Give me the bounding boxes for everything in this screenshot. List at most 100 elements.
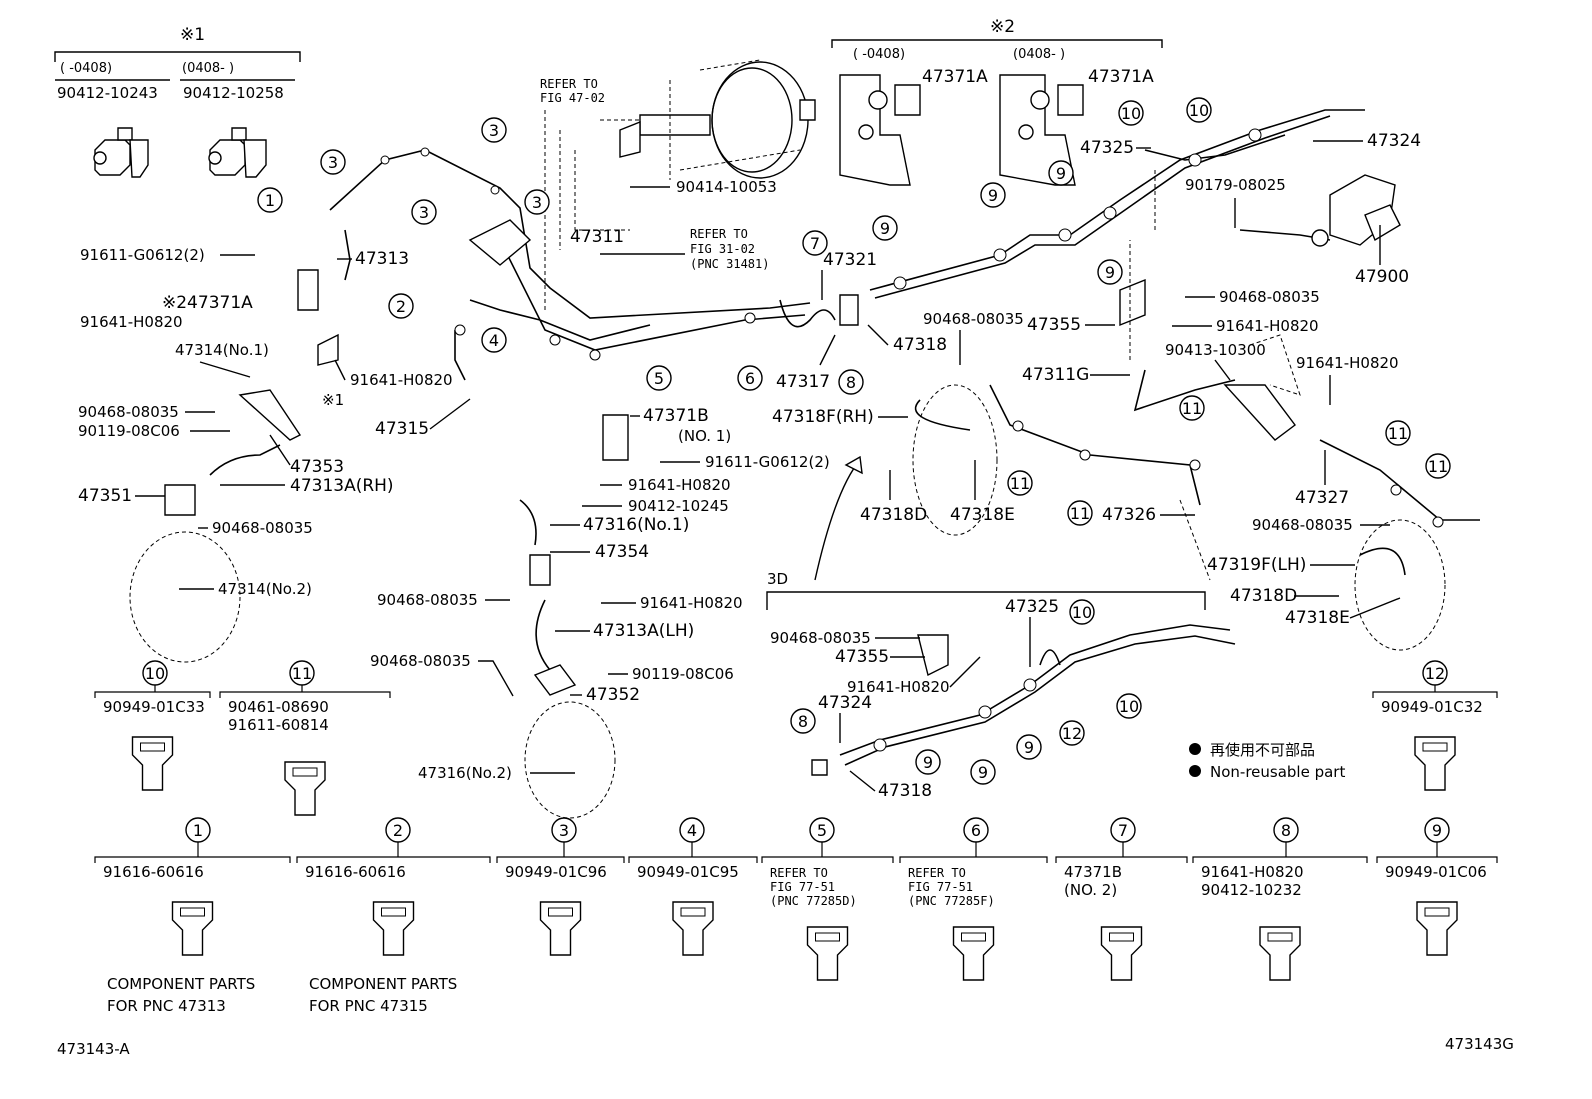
- detail-number: 4: [687, 821, 697, 840]
- callout-3: 3: [481, 117, 507, 143]
- right-brake-lines: [814, 109, 1480, 651]
- ref2-until: ( -0408): [853, 47, 905, 62]
- wheel-outline: [1354, 519, 1446, 651]
- clip-part-icon: [1416, 901, 1458, 956]
- detail-number: 1: [193, 821, 203, 840]
- callout-number: 2: [396, 297, 406, 316]
- callout-number: 3: [532, 193, 542, 212]
- callout-1: 1: [257, 187, 283, 213]
- callout-number: 4: [489, 331, 499, 350]
- proportioning-valve-icon: [208, 127, 267, 178]
- part-label: 47324: [1367, 131, 1421, 151]
- callout-number: 9: [923, 753, 933, 772]
- part-label: 47352: [586, 685, 640, 705]
- callout-number: 3: [489, 121, 499, 140]
- center-part-labels: 47371B (NO. 1) 91611-G0612(2) 91641-H082…: [370, 406, 830, 782]
- part-label: 47371A: [922, 67, 988, 87]
- callout-9: 9: [1016, 734, 1042, 760]
- detail-part-label: 91611-60814: [228, 716, 329, 734]
- detail-note: COMPONENT PARTS: [107, 975, 255, 993]
- part-label: 90468-08035: [1219, 288, 1320, 306]
- part-label: 47355: [835, 647, 889, 667]
- callout-8: 8: [838, 369, 864, 395]
- bracket-icon: [999, 74, 1084, 186]
- part-label: 47315: [375, 419, 429, 439]
- part-label: 47318E: [1285, 608, 1350, 628]
- callout-9: 9: [1097, 259, 1123, 285]
- part-label: 91641-H0820: [350, 371, 453, 389]
- callout-number: 9: [880, 219, 890, 238]
- part-label: 90179-08025: [1185, 176, 1286, 194]
- refer-note: (PNC 31481): [690, 257, 769, 271]
- detail-note: FOR PNC 47315: [309, 997, 428, 1015]
- part-label: 90468-08035: [370, 652, 471, 670]
- refer-note: FIG 47-02: [540, 91, 605, 105]
- part-label: 47313A(LH): [593, 621, 694, 641]
- part-label: 90119-08C06: [78, 422, 180, 440]
- detail-part-label: 90412-10232: [1201, 881, 1302, 899]
- callout-number: 11: [1388, 424, 1408, 443]
- callout-number: 9: [1056, 164, 1066, 183]
- part-label: 47313A(RH): [290, 476, 394, 496]
- refer-note: REFER TO: [540, 77, 598, 91]
- part-label: 47318D: [860, 505, 927, 525]
- part-label: 90412-10258: [183, 84, 284, 102]
- ref2-mark: ※2: [990, 17, 1015, 37]
- part-label: 47325: [1005, 597, 1059, 617]
- detail-part-label: (NO. 2): [1064, 881, 1117, 899]
- wheel-outline: [129, 531, 241, 663]
- detail-number: 9: [1432, 821, 1442, 840]
- clip-part-icon: [131, 736, 174, 791]
- callout-11: 11: [1385, 420, 1411, 446]
- detail-number: 8: [1281, 821, 1291, 840]
- clip-part-icon: [539, 901, 582, 956]
- view-3d: 3D 47325 90468-08035 47355 91641-H0820 4…: [766, 570, 1236, 801]
- callout-9: 9: [915, 749, 941, 775]
- callout-number: 9: [988, 186, 998, 205]
- detail-number: 11: [292, 664, 312, 683]
- callout-number: 11: [1428, 457, 1448, 476]
- refer-note: REFER TO: [690, 227, 748, 241]
- view-label: 3D: [767, 570, 788, 588]
- detail-part-label: 91616-60616: [103, 863, 204, 881]
- part-label: 47311G: [1022, 365, 1089, 385]
- part-label: 91641-H0820: [1296, 354, 1399, 372]
- callout-number: 12: [1062, 724, 1082, 743]
- callout-3: 3: [320, 149, 346, 175]
- part-label: 91641-H0820: [1216, 317, 1319, 335]
- detail-note: COMPONENT PARTS: [309, 975, 457, 993]
- callout-12: 12: [1059, 720, 1085, 746]
- part-label: 47355: [1027, 315, 1081, 335]
- callout-number: 9: [1024, 738, 1034, 757]
- part-label: ※1: [322, 391, 344, 409]
- ref2-from: (0408- ): [1013, 47, 1065, 62]
- part-label: 47353: [290, 457, 344, 477]
- callout-10: 10: [1116, 693, 1142, 719]
- detail-part-label: 91616-60616: [305, 863, 406, 881]
- part-label: 90412-10245: [628, 497, 729, 515]
- clip-part-icon: [171, 901, 214, 956]
- detail-part-label: 91641-H0820: [1201, 863, 1304, 881]
- part-label: 90413-10300: [1165, 341, 1266, 359]
- callout-9: 9: [970, 759, 996, 785]
- detail-part-label: 90949-01C33: [103, 698, 205, 716]
- part-label: 47325: [1080, 138, 1134, 158]
- part-label: 47321: [823, 250, 877, 270]
- part-label: ※247371A: [162, 293, 253, 313]
- part-label: 47354: [595, 542, 649, 562]
- part-label: 47318: [878, 781, 932, 801]
- part-label: 90468-08035: [377, 591, 478, 609]
- part-label: 90468-08035: [78, 403, 179, 421]
- callout-number: 11: [1010, 474, 1030, 493]
- clip-part-icon: [1414, 736, 1456, 791]
- callout-10: 10: [1186, 97, 1212, 123]
- wheel-outline: [524, 701, 616, 819]
- part-label: 47316(No.1): [583, 515, 689, 535]
- part-label: 47327: [1295, 488, 1349, 508]
